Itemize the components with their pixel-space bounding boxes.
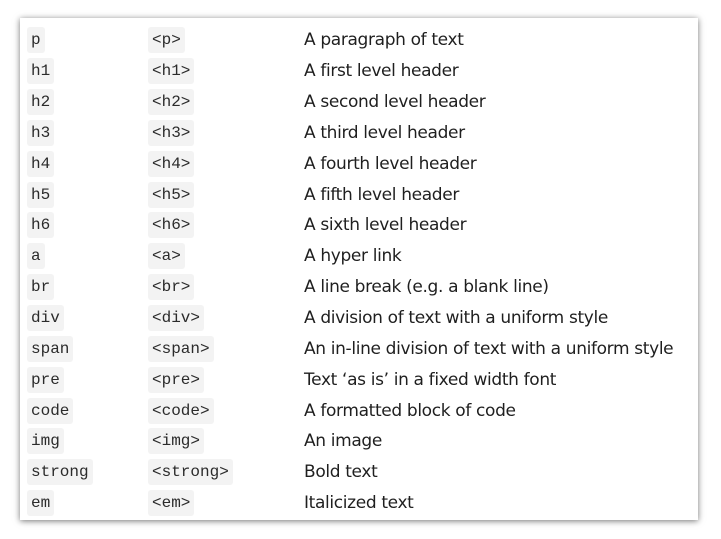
tag-description: A hyper link [304, 246, 402, 267]
tag-name-code: pre [27, 366, 64, 393]
tag-description: An image [304, 431, 382, 452]
tag-name-code: span [27, 335, 74, 362]
tag-name-code: h6 [27, 212, 55, 239]
tag-syntax-code: <a> [148, 243, 185, 270]
tag-description: A third level header [304, 122, 465, 143]
tag-description: A fourth level header [304, 153, 477, 174]
table-row: strong <strong> Bold text [27, 457, 691, 488]
table-row: h1 <h1> A first level header [27, 56, 691, 87]
table-row: pre <pre> Text ‘as is’ in a fixed width … [27, 364, 691, 395]
tag-description: Text ‘as is’ in a fixed width font [304, 369, 557, 390]
tag-description: A fifth level header [304, 184, 459, 205]
tag-name-code: p [27, 27, 45, 54]
tag-name-code: em [27, 490, 55, 517]
tag-syntax-code: <h6> [148, 212, 195, 239]
tag-name-code: strong [27, 459, 93, 486]
table-row: h3 <h3> A third level header [27, 118, 691, 149]
table-row: p <p> A paragraph of text [27, 25, 691, 56]
tag-name-code: img [27, 428, 64, 455]
table-row: h6 <h6> A sixth level header [27, 210, 691, 241]
tag-syntax-code: <p> [148, 27, 185, 54]
tag-description: Italicized text [304, 493, 414, 514]
tag-description: A paragraph of text [304, 30, 464, 51]
table-row: br <br> A line break (e.g. a blank line) [27, 272, 691, 303]
tag-syntax-code: <code> [148, 397, 214, 424]
tag-description: A sixth level header [304, 215, 467, 236]
tag-syntax-code: <img> [148, 428, 205, 455]
table-row: div <div> A division of text with a unif… [27, 303, 691, 334]
tag-syntax-code: <strong> [148, 459, 233, 486]
tag-description: A formatted block of code [304, 400, 516, 421]
table-row: h4 <h4> A fourth level header [27, 148, 691, 179]
table-row: img <img> An image [27, 426, 691, 457]
tag-syntax-code: <h5> [148, 181, 195, 208]
html-tags-table: p <p> A paragraph of text h1 <h1> A firs… [27, 25, 691, 519]
table-row: a <a> A hyper link [27, 241, 691, 272]
tag-description: A line break (e.g. a blank line) [304, 277, 549, 298]
tag-name-code: h5 [27, 181, 55, 208]
tag-name-code: a [27, 243, 45, 270]
table-row: h2 <h2> A second level header [27, 87, 691, 118]
tag-syntax-code: <h3> [148, 119, 195, 146]
tag-syntax-code: <pre> [148, 366, 205, 393]
tag-name-code: h1 [27, 58, 55, 85]
tag-name-code: br [27, 274, 55, 301]
tag-syntax-code: <h2> [148, 89, 195, 116]
table-row: span <span> An in-line division of text … [27, 333, 691, 364]
table-row: h5 <h5> A fifth level header [27, 179, 691, 210]
tag-description: A division of text with a uniform style [304, 308, 608, 329]
tag-description: A first level header [304, 61, 459, 82]
tag-description: An in-line division of text with a unifo… [304, 338, 674, 359]
tag-syntax-code: <span> [148, 335, 214, 362]
tag-description: A second level header [304, 92, 486, 113]
tag-description: Bold text [304, 462, 378, 483]
tag-name-code: div [27, 305, 64, 332]
tag-name-code: code [27, 397, 74, 424]
tag-syntax-code: <h1> [148, 58, 195, 85]
table-row: em <em> Italicized text [27, 488, 691, 519]
tag-name-code: h3 [27, 119, 55, 146]
tag-syntax-code: <em> [148, 490, 195, 517]
tag-syntax-code: <br> [148, 274, 195, 301]
table-row: code <code> A formatted block of code [27, 395, 691, 426]
html-tags-table-card: p <p> A paragraph of text h1 <h1> A firs… [20, 18, 698, 520]
tag-syntax-code: <div> [148, 305, 205, 332]
tag-name-code: h4 [27, 150, 55, 177]
tag-syntax-code: <h4> [148, 150, 195, 177]
tag-name-code: h2 [27, 89, 55, 116]
